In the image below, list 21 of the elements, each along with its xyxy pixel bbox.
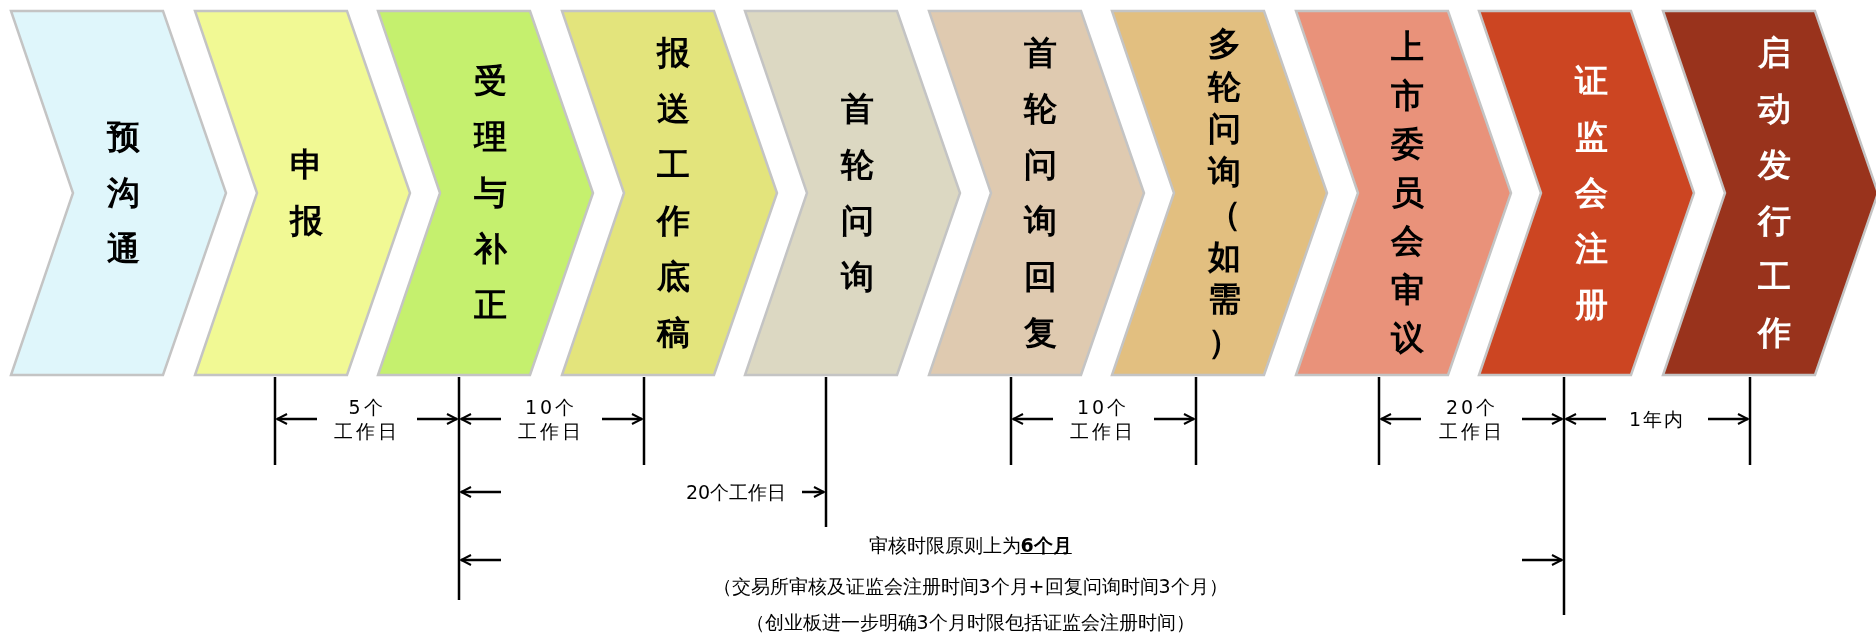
process-step	[745, 11, 960, 375]
step-label: 申报	[289, 144, 324, 242]
step-label: 首轮问询回复	[1023, 32, 1058, 354]
process-step	[561, 11, 777, 375]
process-step	[928, 11, 1144, 375]
process-step	[11, 11, 226, 375]
step-label: 首轮问询	[840, 88, 874, 298]
step-label: 多轮问询（如需）	[1207, 23, 1241, 363]
note-text: 审核时限原则上为6个月	[866, 532, 1074, 558]
step-label: 启动发行工作	[1757, 32, 1792, 354]
step-label: 受理与补正	[473, 60, 507, 326]
step-label: 证监会注册	[1574, 60, 1608, 326]
step-label: 预沟通	[106, 116, 140, 270]
step-label: 报送工作底稿	[656, 32, 691, 354]
process-step	[378, 11, 593, 375]
process-step	[194, 11, 410, 375]
process-step	[1662, 11, 1876, 375]
step-label: 上市委员会审议	[1390, 26, 1425, 360]
process-step	[1112, 11, 1327, 375]
process-step	[1479, 11, 1694, 375]
process-step	[1295, 11, 1511, 375]
